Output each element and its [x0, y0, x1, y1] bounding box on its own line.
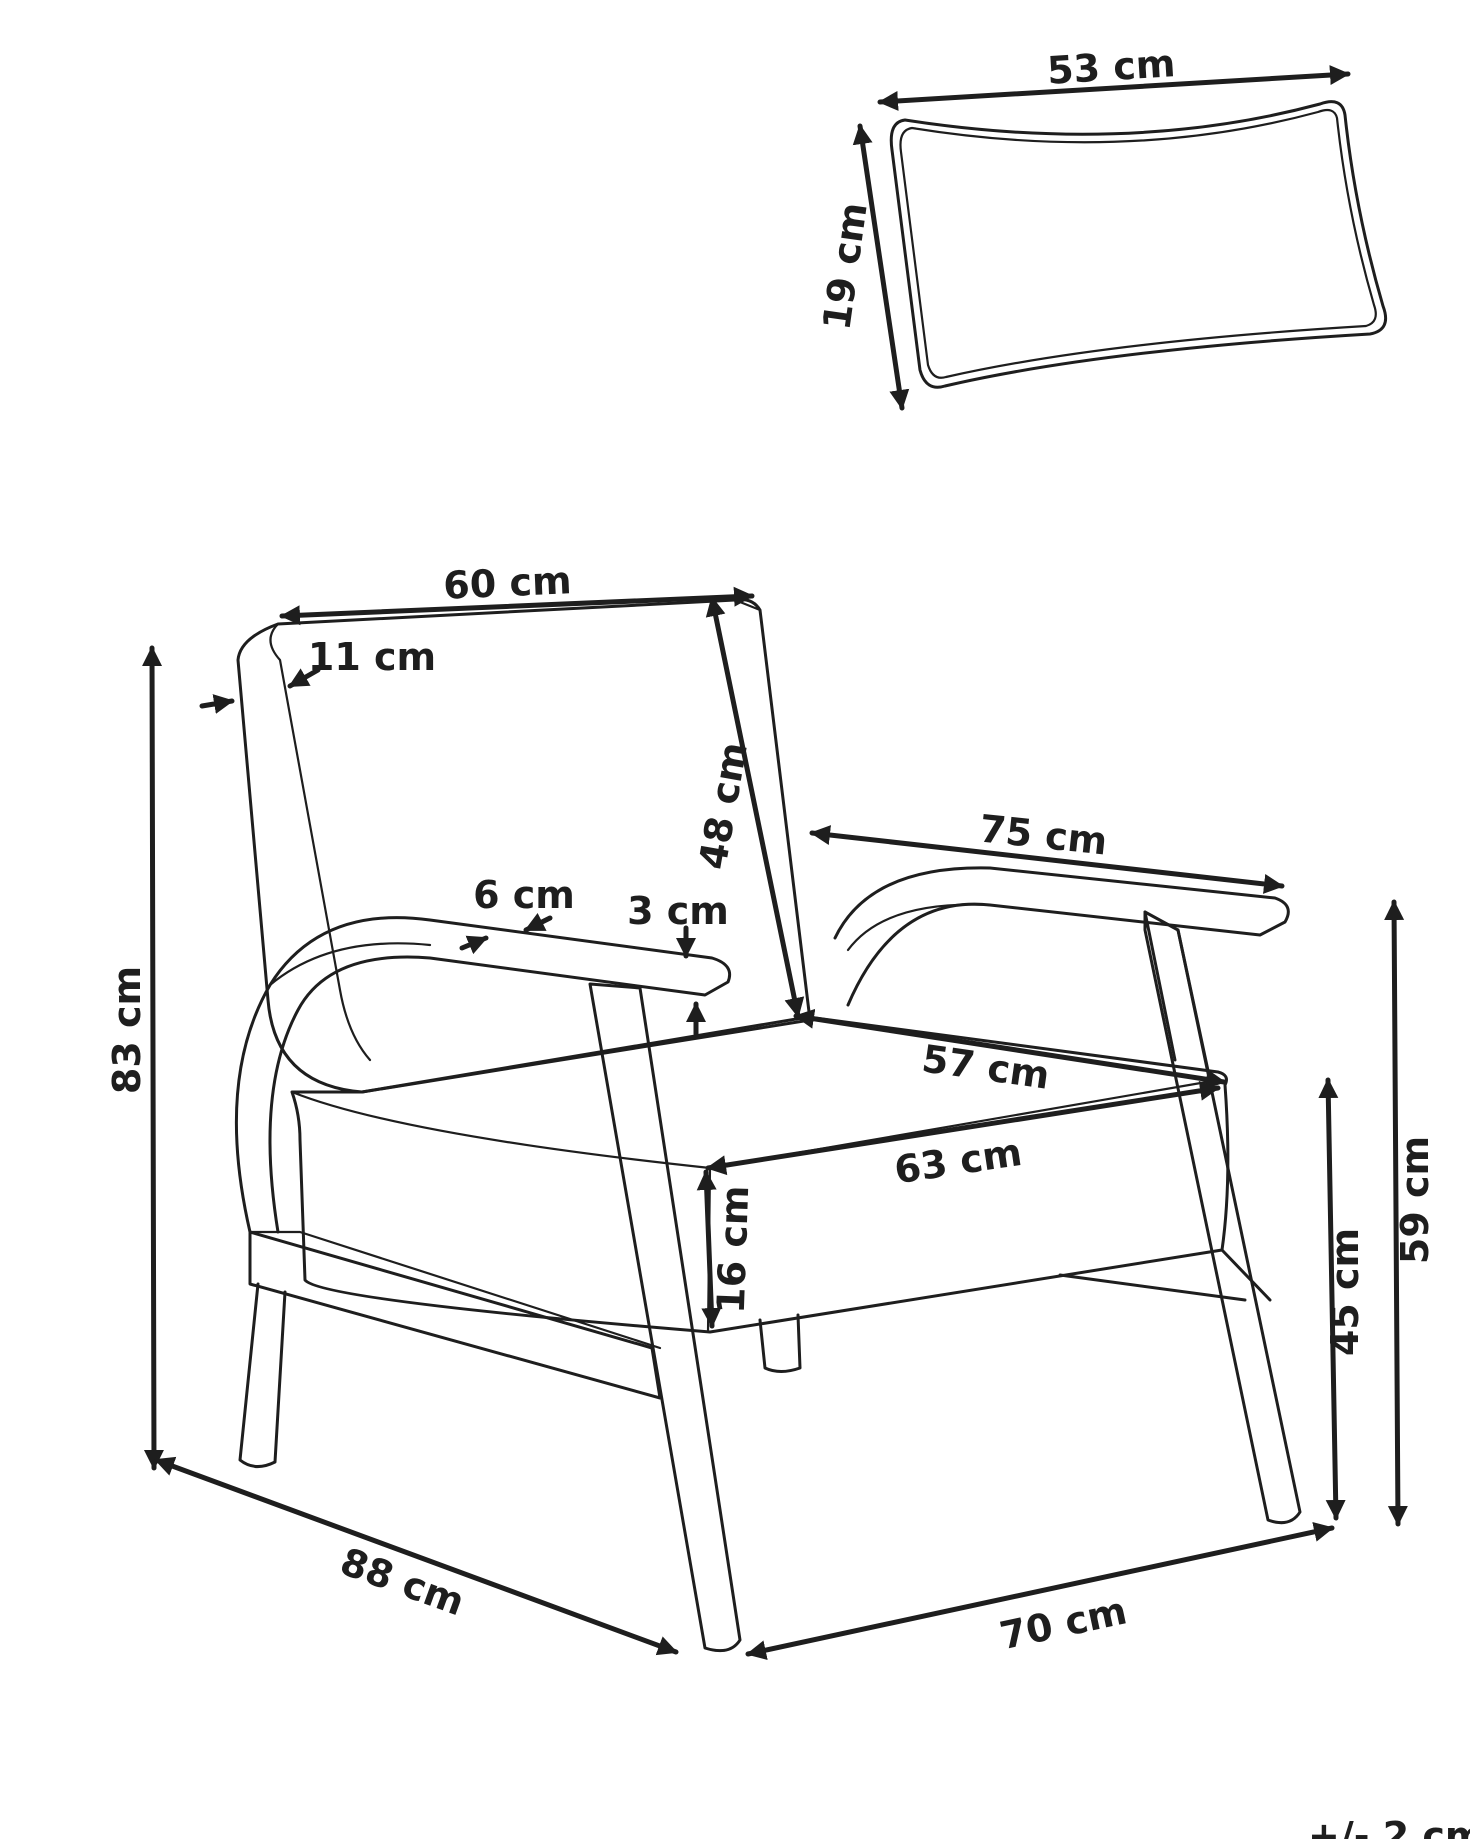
right-front-post	[1143, 910, 1302, 1525]
armrest-length-dimension-line	[809, 825, 1285, 894]
backrest-height-dimension-line	[705, 595, 805, 1019]
armrest-width-arrow-left	[459, 935, 489, 955]
seat-thickness-label: 16 cm	[709, 1185, 757, 1315]
tolerance-note: +/- 2 cm	[1308, 1814, 1470, 1839]
seat-height-dimension-line	[1318, 1077, 1346, 1521]
armrest-width-label: 6 cm	[473, 873, 575, 917]
backrest-width-label: 60 cm	[442, 558, 572, 608]
overall-height-dimension-line	[142, 645, 164, 1471]
backrest-height-label: 48 cm	[690, 739, 756, 873]
pillow-drawing	[889, 100, 1388, 389]
near-rear-leg	[238, 1282, 287, 1468]
pillow-width-label: 53 cm	[1046, 41, 1177, 93]
seat-height-label: 45 cm	[1323, 1228, 1367, 1356]
near-front-post	[588, 982, 742, 1653]
seat-depth-dimension-line	[793, 1008, 1227, 1090]
pillow-height-dimension-line	[852, 123, 910, 411]
middle-leg	[758, 1313, 802, 1373]
backrest-width-dimension-line	[279, 586, 755, 626]
overall-height-label: 83 cm	[105, 966, 149, 1094]
overall-width-label: 70 cm	[996, 1588, 1131, 1658]
seat-thickness-dimension-line	[696, 1169, 722, 1329]
near-bentwood-arm	[234, 916, 732, 1234]
armrest-width-arrow-right	[523, 913, 553, 933]
armrest-thickness-label: 3 cm	[627, 889, 729, 933]
pillow-width-dimension-line	[877, 65, 1351, 111]
backrest-thickness-arrow-right	[287, 667, 321, 689]
armrest-height-dimension-line	[1384, 899, 1408, 1527]
overall-depth-dimension-line	[153, 1456, 679, 1656]
armrest-height-label: 59 cm	[1393, 1136, 1437, 1264]
seat-width-label: 63 cm	[891, 1130, 1024, 1192]
far-arm-post	[1143, 910, 1212, 1082]
pillow-height-label: 19 cm	[814, 200, 875, 333]
backrest-thickness-label: 11 cm	[308, 635, 436, 679]
seat-width-dimension-line	[705, 1080, 1221, 1176]
near-side-rail	[248, 1230, 662, 1400]
armchair-drawing	[234, 598, 1302, 1653]
overall-width-dimension-line	[745, 1522, 1335, 1660]
backrest-thickness-arrow-left	[199, 694, 235, 714]
far-armrest	[833, 866, 1290, 1007]
